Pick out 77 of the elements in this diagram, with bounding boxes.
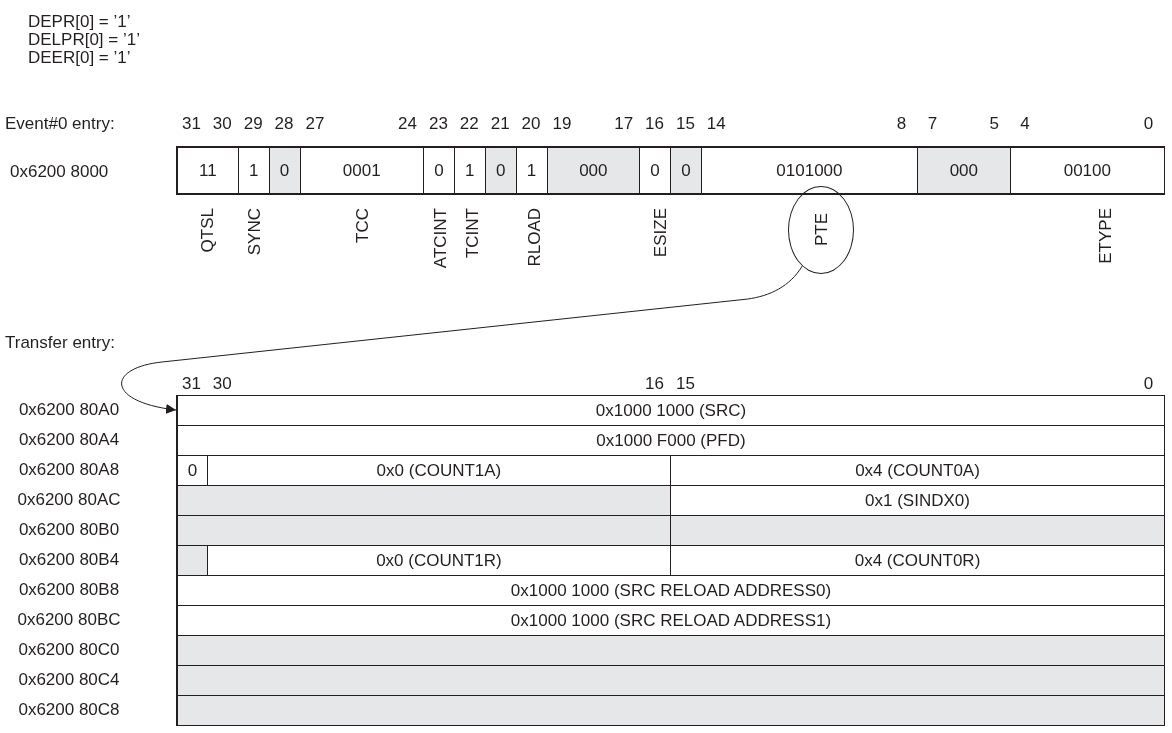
reserved-field [670, 515, 1165, 546]
bit-number: 14 [706, 114, 726, 134]
register-field: 0 [484, 146, 517, 195]
transfer-field: 0x1000 1000 (SRC RELOAD ADDRESS0) [176, 575, 1165, 606]
field-name: PTE [812, 213, 830, 247]
register-field: 0 [423, 146, 455, 195]
note-text: 0x6200 8000 [10, 162, 109, 182]
transfer-field: 0x1000 1000 (SRC RELOAD ADDRESS1) [176, 605, 1165, 636]
address-text: 0x6200 80C4 [17, 670, 121, 690]
address-text: 0x6200 80B0 [17, 520, 121, 540]
transfer-field: 0x1000 1000 (SRC) [176, 395, 1165, 426]
register-field: 000 [917, 146, 1011, 195]
register-field: 1 [515, 146, 548, 195]
address-text: 0x6200 80A0 [17, 400, 121, 420]
note-text: DEPR[0] = ’1’ [28, 12, 131, 32]
note-text: Transfer entry: [5, 333, 115, 353]
register-field: 000 [546, 146, 641, 195]
register-field: 0101000 [700, 146, 918, 195]
bit-number: 28 [274, 114, 294, 134]
bit-number: 0 [1143, 114, 1154, 134]
reserved-field [176, 545, 208, 576]
bit-number: 31 [182, 114, 201, 134]
register-field: 0001 [299, 146, 424, 195]
bit-number: 17 [614, 114, 634, 134]
connector-arrow [121, 265, 803, 414]
field-name: ETYPE [1096, 208, 1114, 264]
register-field: 1 [237, 146, 270, 195]
address-text: 0x6200 80C0 [17, 640, 121, 660]
field-name: ATCINT [431, 208, 449, 269]
bit-number: 7 [927, 114, 938, 134]
note-text: DEER[0] = ’1’ [28, 48, 131, 68]
register-field: 00100 [1009, 146, 1165, 195]
field-name: QTSL [198, 208, 216, 253]
address-text: 0x6200 80AC [16, 490, 122, 510]
bit-number: 16 [645, 374, 664, 394]
bit-number: 31 [182, 374, 201, 394]
bit-number: 27 [305, 114, 325, 134]
address-text: 0x6200 80BC [16, 610, 122, 630]
reserved-field [176, 485, 671, 516]
bit-number: 30 [212, 374, 232, 394]
bit-number: 16 [645, 114, 664, 134]
field-name: TCINT [463, 208, 481, 259]
bit-number: 20 [521, 114, 541, 134]
bit-number: 24 [398, 114, 417, 134]
bit-number: 19 [552, 114, 572, 134]
address-text: 0x6200 80C8 [17, 700, 121, 720]
transfer-field: 0x1000 F000 (PFD) [176, 425, 1165, 456]
register-field: 0 [670, 146, 702, 195]
register-field: 0 [639, 146, 671, 195]
note-text: Event#0 entry: [5, 114, 115, 134]
bit-number: 29 [243, 114, 263, 134]
reserved-field [176, 515, 671, 546]
bit-number: 30 [212, 114, 232, 134]
bit-number: 4 [1020, 114, 1030, 134]
register-field: 1 [453, 146, 486, 195]
bit-number: 22 [459, 114, 479, 134]
reserved-field [176, 665, 1165, 696]
field-name: TCC [353, 208, 371, 243]
register-field: 0 [268, 146, 301, 195]
bit-number: 15 [676, 114, 695, 134]
bit-number: 0 [1143, 374, 1154, 394]
address-text: 0x6200 80B8 [17, 580, 121, 600]
address-text: 0x6200 80A4 [17, 430, 121, 450]
reserved-field [176, 695, 1165, 726]
bit-number: 23 [429, 114, 448, 134]
field-name: ESIZE [651, 208, 669, 258]
bit-number: 5 [989, 114, 999, 134]
reserved-field [176, 635, 1165, 666]
bit-number: 8 [896, 114, 907, 134]
bit-number: 21 [490, 114, 510, 134]
register-field: 11 [176, 146, 239, 195]
note-text: DELPR[0] = ’1’ [28, 30, 140, 50]
address-text: 0x6200 80B4 [17, 550, 121, 570]
field-name: SYNC [245, 208, 263, 256]
bit-number: 15 [676, 374, 695, 394]
field-name: RLOAD [525, 208, 543, 267]
address-text: 0x6200 80A8 [17, 460, 121, 480]
